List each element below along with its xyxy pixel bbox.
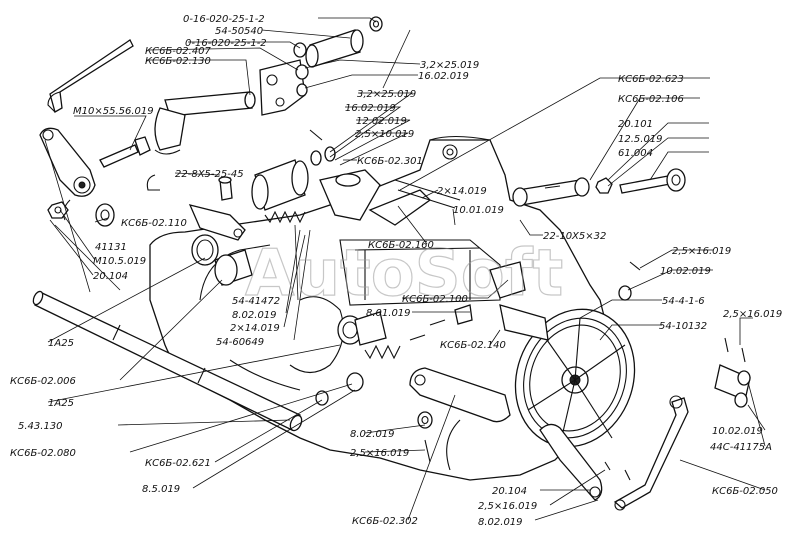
- callout: КС6Б-02.160: [368, 240, 434, 251]
- leader-lines: [44, 17, 766, 521]
- callout: 22-10Х5×32: [543, 231, 606, 242]
- link-bar-20-101: [512, 177, 590, 207]
- callout: КС6Б-02.140: [440, 340, 506, 351]
- callout: 2,5×16.019: [672, 246, 731, 257]
- callout: 54-50540: [215, 26, 263, 37]
- lever-44c-41175a: [714, 337, 751, 408]
- callout: 8.02.019: [232, 310, 277, 321]
- small-washers-mid: [309, 129, 336, 166]
- callout: КС6Б-02.302: [352, 516, 418, 527]
- bearing-ks6b-02-006: [214, 249, 253, 286]
- callout: КС6Б-02.080: [10, 448, 76, 459]
- callout: КС6Б-02.006: [10, 376, 76, 387]
- callout: 3,2×25.019: [357, 89, 416, 100]
- callout: КС6Б-02.301: [357, 156, 423, 167]
- callout: КС6Б-02.623: [618, 74, 684, 85]
- watermark: AutoSoft: [245, 237, 563, 311]
- nut-12-5: [595, 177, 613, 194]
- callout: 12.02.019: [356, 116, 407, 127]
- callout: М10.5.019: [93, 256, 146, 267]
- lever-ks6b-02-302: [409, 367, 511, 423]
- callout: 8.01.019: [366, 308, 411, 319]
- callout: КС6Б-02.100: [402, 294, 468, 305]
- washers-top: [293, 16, 383, 97]
- callout: М10×55.56.019: [73, 106, 154, 117]
- callout: КС6Б-02.106: [618, 94, 684, 105]
- callout: 10.01.019: [453, 205, 504, 216]
- callout: 54-41472: [232, 296, 280, 307]
- pin-22-8: [218, 176, 233, 201]
- curved-pin: [146, 174, 160, 191]
- bushing-54-50540: [305, 29, 364, 68]
- washer-8-02: [417, 411, 433, 429]
- spring-center: [364, 344, 401, 360]
- callout: 44С-41175А: [710, 442, 772, 453]
- callout: 8.02.019: [478, 517, 523, 528]
- pin-2-5x16-lower: [424, 439, 431, 463]
- nut-m10: [47, 201, 69, 219]
- bearing-1a25-upper: [191, 234, 219, 266]
- callout: КС6Б-02.407: [145, 46, 212, 57]
- long-shaft: [32, 290, 303, 432]
- callout: КС6Б-02.621: [145, 458, 211, 469]
- shaft-with-bearing: [154, 91, 256, 155]
- callout: 54-10132: [659, 321, 707, 332]
- upper-bracket-plate: [259, 59, 306, 116]
- washer-left: [95, 203, 115, 227]
- callout: 41131: [95, 242, 127, 253]
- callout: КС6Б-02.050: [712, 486, 778, 497]
- hex-key: [47, 39, 134, 113]
- callout: 10.02.019: [660, 266, 711, 277]
- callout: 16.02.019: [345, 103, 396, 114]
- callout: 20.104: [492, 486, 527, 497]
- callout: 2×14.019: [230, 323, 280, 334]
- small-pin-10-01: [409, 304, 473, 341]
- callout: 2,5×10.019: [355, 129, 414, 140]
- callout: 2,5×16.019: [478, 501, 537, 512]
- callout: 2×14.019: [437, 186, 487, 197]
- pulley-wheel: [514, 308, 636, 448]
- callout: 10.02.019: [712, 426, 763, 437]
- callout: 8.5.019: [142, 484, 180, 495]
- callout: 20.104: [93, 271, 128, 282]
- callout: КС6Б-02.110: [121, 218, 187, 229]
- callout: 2,5×16.019: [723, 309, 782, 320]
- callout: 0-16-020-25-1-2: [183, 14, 265, 25]
- callout: 22-8Х5-25-45: [175, 169, 244, 180]
- cylinder-bushing: [251, 159, 309, 211]
- callout: 54-4-1-6: [662, 296, 705, 307]
- callout: 1А25: [48, 398, 74, 409]
- eye-bolt-61-004: [619, 168, 686, 194]
- callout: 20.101: [618, 119, 653, 130]
- callout: 2,5×16.019: [350, 448, 409, 459]
- spring-54-41472: [264, 210, 306, 224]
- callout-labels: 0-16-020-25-1-2 54-50540 0-16-020-25-1-2…: [10, 14, 782, 528]
- callout: 54-60649: [216, 337, 264, 348]
- callout: 61.004: [618, 148, 653, 159]
- callout: 1А25: [48, 338, 74, 349]
- callout: 8.02.019: [350, 429, 395, 440]
- latch-ks6b-02-110: [188, 204, 246, 241]
- shift-fork-assembly: [319, 169, 461, 226]
- rod-ks6b-02-050: [613, 395, 689, 511]
- callout: 5.43.130: [18, 421, 63, 432]
- bracket-ks6b-02-100: [489, 261, 549, 341]
- left-lever-bracket: [39, 127, 96, 221]
- bushing-54-60649: [337, 311, 387, 346]
- callout: 3,2×25.019: [420, 60, 479, 71]
- callout: 16.02.019: [418, 71, 469, 82]
- bolt-m10: [99, 136, 151, 168]
- lower-arm-20-104: [539, 423, 611, 501]
- callout: КС6Б-02.130: [145, 56, 211, 67]
- callout: 0-16-020-25-1-2: [185, 38, 267, 49]
- callout: 12.5.019: [618, 134, 663, 145]
